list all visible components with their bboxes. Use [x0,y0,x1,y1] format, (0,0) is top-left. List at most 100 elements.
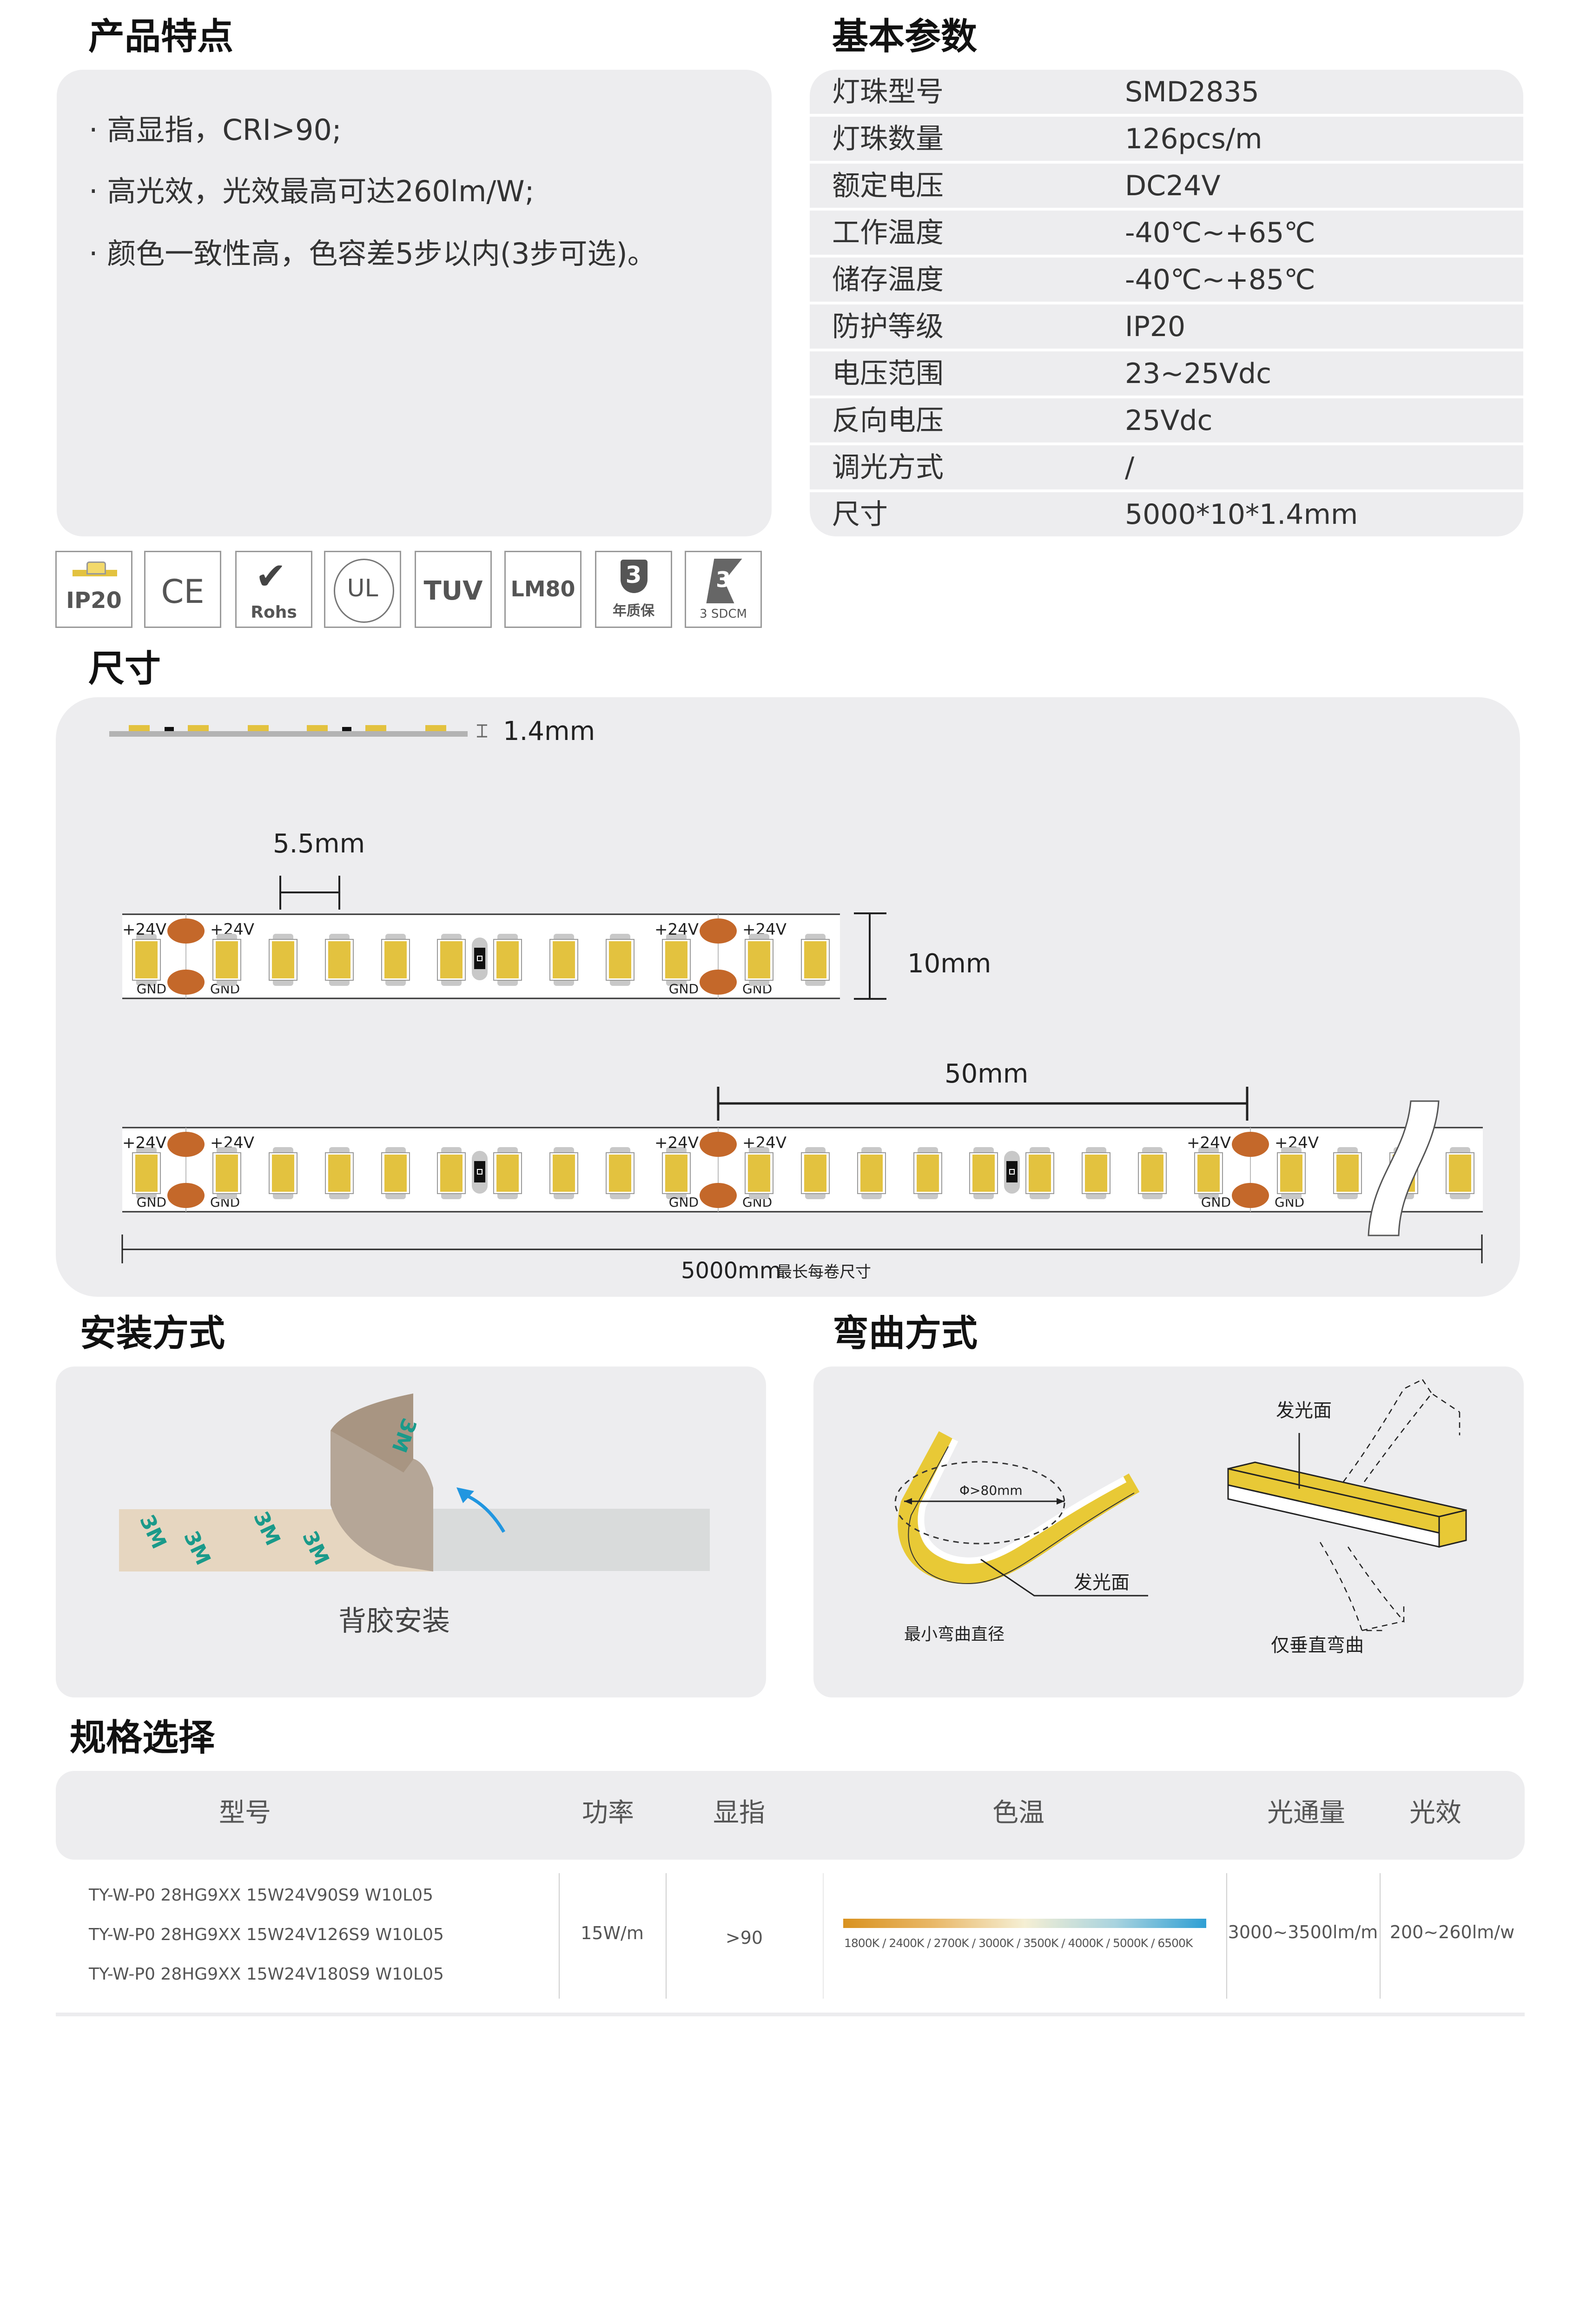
led-chip [381,1147,410,1199]
params-title: 基本参数 [832,16,978,58]
led-chip [1082,1147,1110,1199]
cert-label: 3 [715,567,731,592]
param-value: IP20 [1125,310,1186,343]
resistor-mark [477,956,482,961]
led-chip [132,934,161,986]
param-value: -40℃~+65℃ [1125,217,1315,249]
profile-led [188,725,209,731]
led-body [440,941,463,978]
profile-led [129,725,150,731]
min-bend-illustration [894,1431,1148,1597]
column-divider [666,1873,667,1999]
spec-title: 规格选择 [70,1717,215,1759]
pad-label-gnd: GND [1201,1195,1231,1210]
installation-bending-illustrations: 3M 3M 3M 3M 3M 背胶安装 Φ>80mm 发光面 最小弯曲直径 发光… [119,1379,1467,1656]
led-body [496,941,519,978]
pad-label-24v: +24V [654,1134,699,1152]
param-row: 灯珠型号 SMD2835 [810,70,1523,114]
led-chip [1277,1147,1306,1199]
param-label: 防护等级 [832,310,944,343]
led-chip [212,1147,241,1199]
resistor-mark [1009,1169,1015,1175]
param-label: 储存温度 [832,264,944,296]
param-value: DC24V [1125,170,1221,202]
led-body [665,1155,687,1192]
adhesive-tape-illustration: 3M 3M 3M 3M 3M [119,1393,710,1571]
pad-label-24v: +24V [122,1134,166,1152]
led-chip [1333,1147,1362,1199]
led-chip [132,1147,161,1199]
cert-sublabel: 3 SDCM [700,607,747,621]
led-body [328,1155,350,1192]
led-body [665,941,687,978]
total-length-bracket [121,1235,1483,1263]
cut-length-bracket [717,1087,1249,1121]
cert-label: IP20 [66,588,122,614]
ip20-icon: IP20 [55,551,132,628]
led-body [1029,1155,1051,1192]
cut-length-label: 50mm [945,1059,1028,1089]
param-value: / [1125,451,1135,484]
led-body [553,1155,575,1192]
features-title: 产品特点 [88,16,234,58]
led-chip [493,934,522,986]
param-row: 工作温度-40℃~+65℃ [810,211,1523,255]
pitch-label: 5.5mm [273,829,365,859]
solder-pad [167,1132,205,1157]
pad-label-gnd: GND [137,981,166,997]
emitting-face-label: 发光面 [1074,1572,1130,1593]
width-bracket [854,912,886,1000]
pad-label-24v: +24V [1187,1134,1231,1152]
param-label: 灯珠型号 [832,76,944,108]
led-body [216,941,238,978]
header-efficacy: 光效 [1409,1798,1461,1828]
led-chip [1194,1147,1223,1199]
resistor-core [474,948,485,969]
solder-pad [1232,1132,1269,1157]
led-body [216,1155,238,1192]
pad-label-24v: +24V [122,920,166,939]
ul-icon: UL [324,551,401,628]
led-chip [381,934,410,986]
led-chip [325,1147,354,1199]
led-chip [269,1147,297,1199]
param-value: 126pcs/m [1125,123,1262,155]
param-value: 23~25Vdc [1125,357,1272,390]
total-length-note: 最长每卷尺寸 [776,1263,871,1281]
led-chip [745,1147,773,1199]
resistor-core [474,1161,485,1182]
param-value: -40℃~+85℃ [1125,264,1315,296]
profile-led [307,725,328,731]
led-chip [857,1147,886,1199]
led-chip [662,934,691,986]
led-chip [549,1147,578,1199]
param-label: 尺寸 [832,498,888,531]
param-value: SMD2835 [1125,76,1259,108]
led-body [917,1155,939,1192]
led-chip [745,934,773,986]
bend-diameter-label: Φ>80mm [959,1483,1023,1498]
profile-led [365,725,386,731]
dimensions-title: 尺寸 [88,648,161,690]
led-chip [1025,1147,1054,1199]
pad-label-gnd: GND [137,1195,166,1210]
strip-break-icon [1368,1100,1440,1236]
vertical-bend-illustration [1227,1379,1467,1631]
resistor [1004,1151,1020,1194]
thickness-marker [477,724,487,738]
cri-value: >90 [725,1928,763,1948]
emitting-face-label: 发光面 [1276,1400,1332,1421]
led-body [328,941,350,978]
param-row: 防护等级 IP20 [810,304,1523,349]
led-chip [801,1147,830,1199]
header-flux: 光通量 [1267,1798,1345,1828]
led-chip [606,934,634,986]
led-body [748,941,770,978]
resistor-core [1006,1161,1018,1182]
header-model: 型号 [219,1798,271,1828]
thickness-label: 1.4mm [503,716,595,746]
param-row: 储存温度 -40℃~+85℃ [810,257,1523,302]
